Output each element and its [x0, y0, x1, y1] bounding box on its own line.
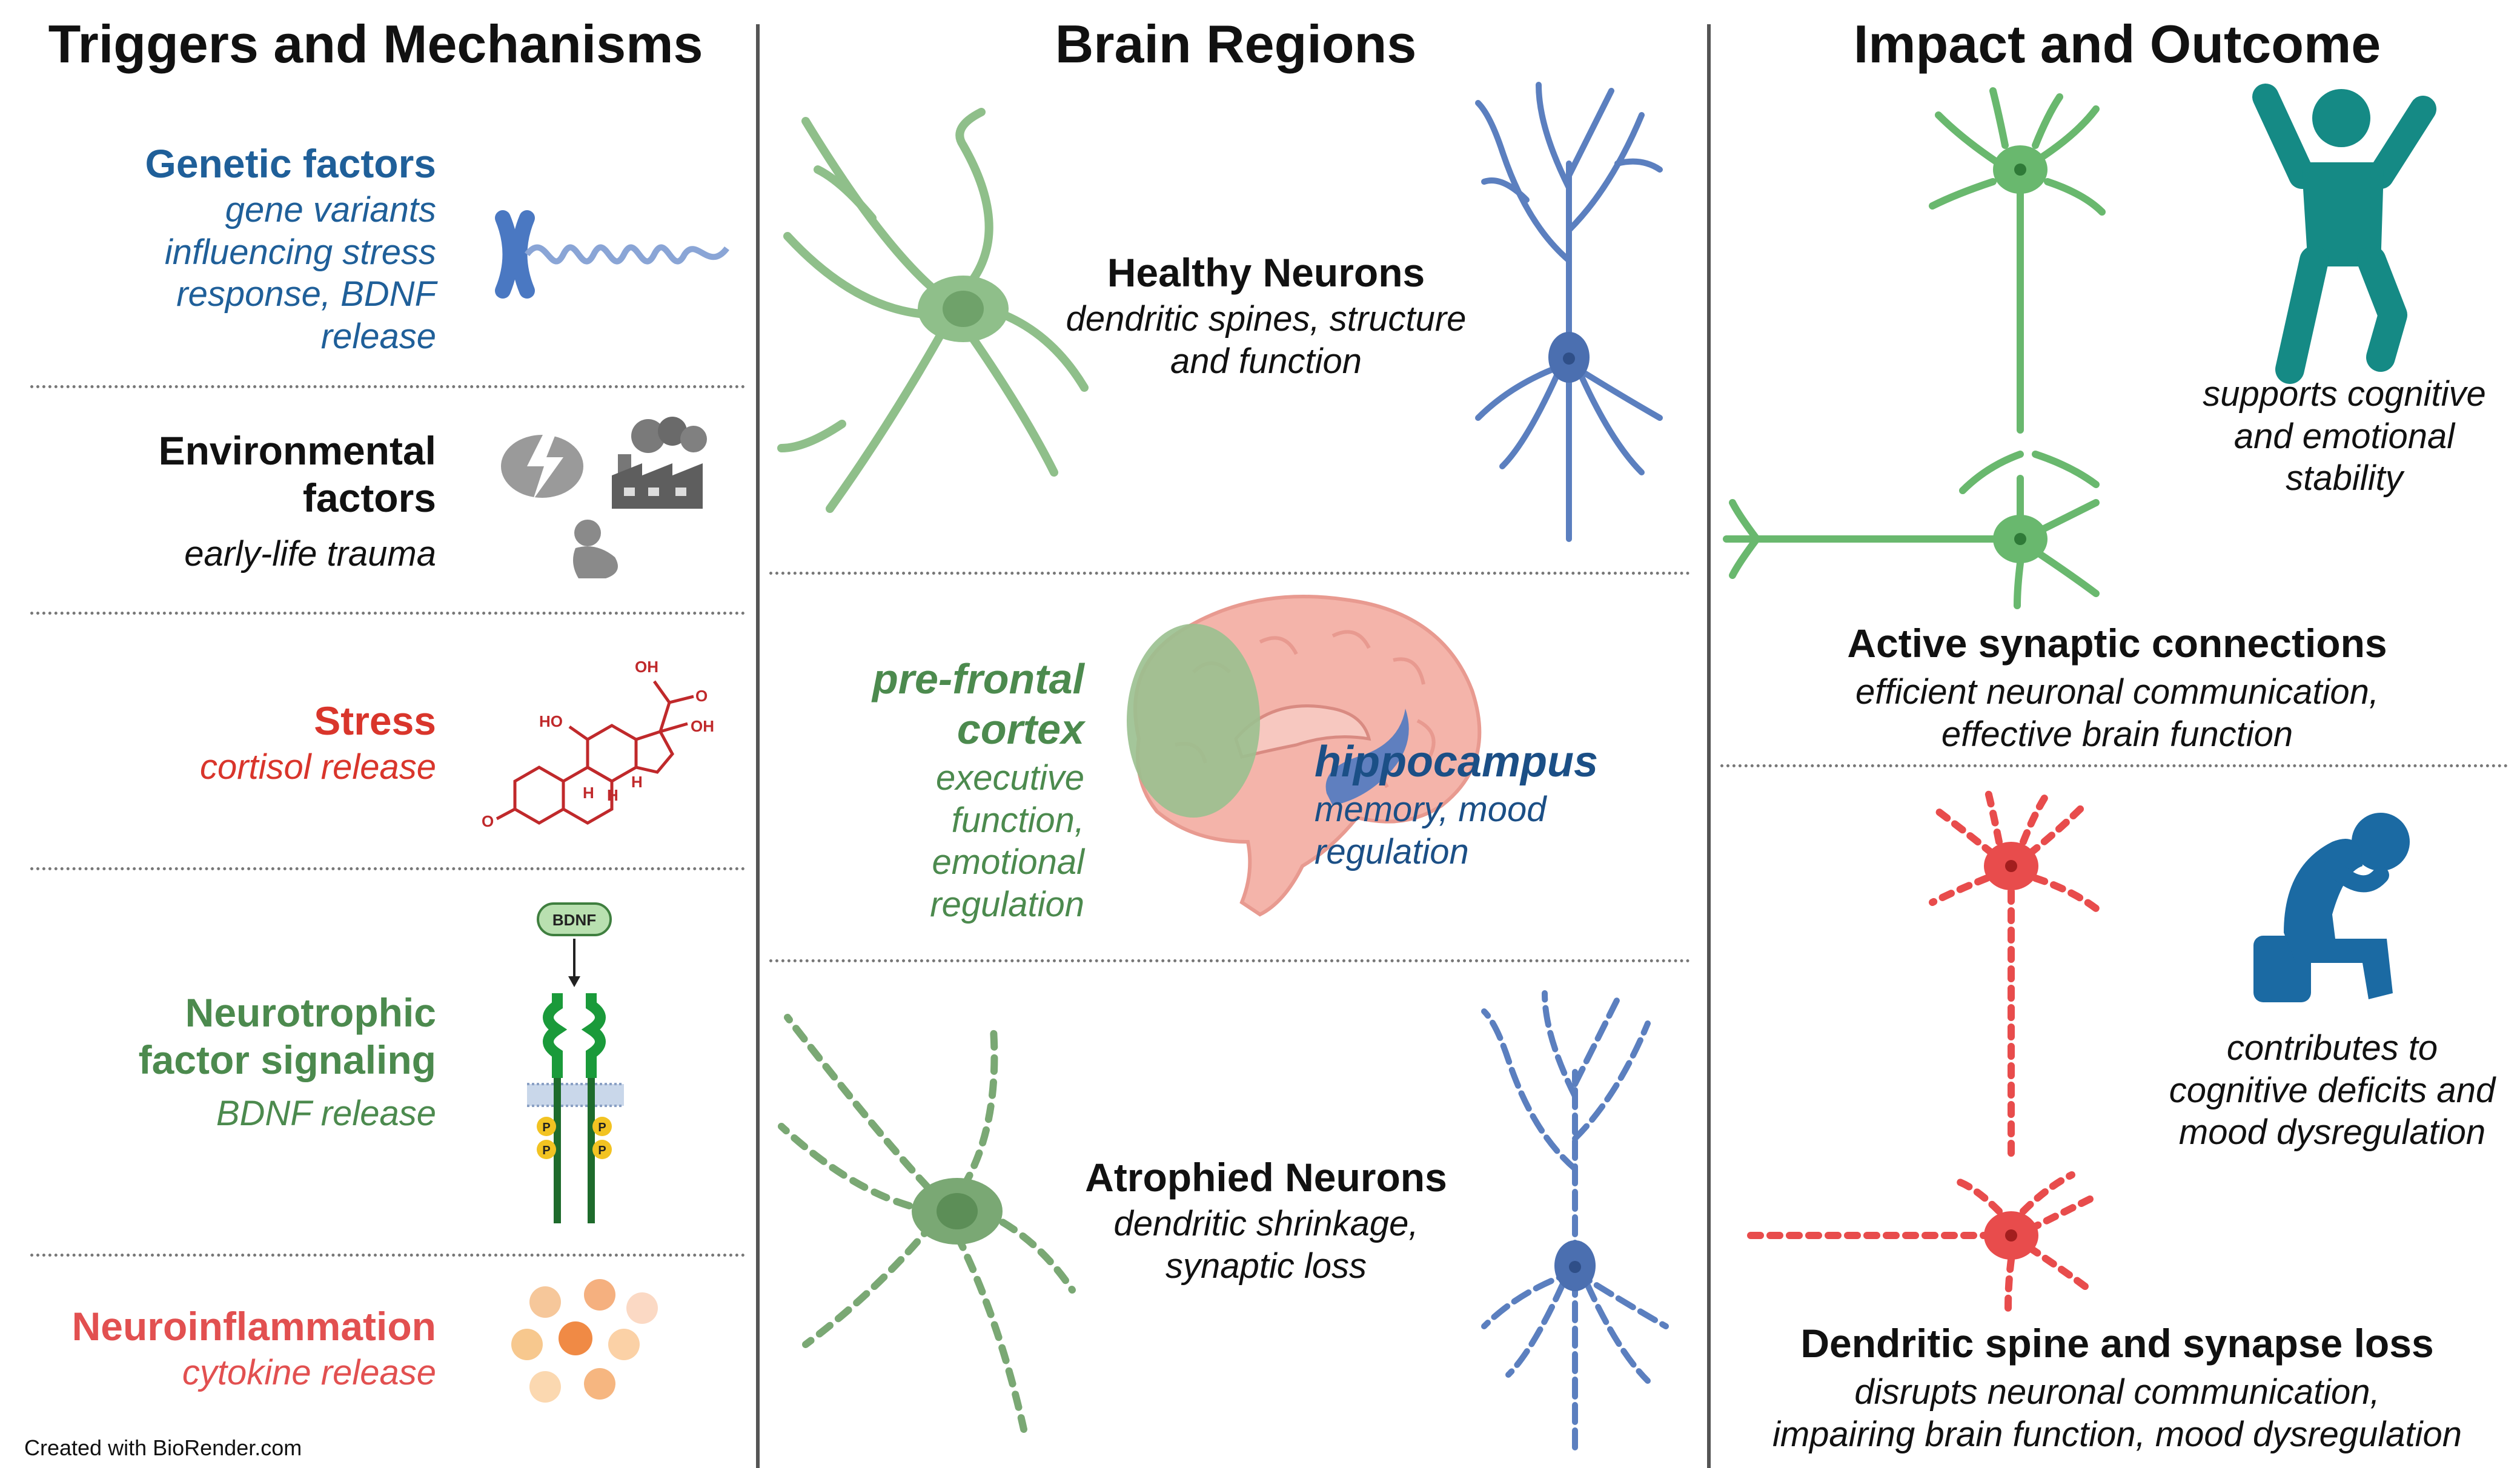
svg-text:P: P	[542, 1144, 550, 1157]
column-divider-right	[1707, 24, 1711, 1468]
factory-icon	[612, 417, 707, 509]
neuroinflammation-subtitle: cytokine release	[182, 1353, 436, 1392]
pfc-subtitle: executive function, emotional regulation	[930, 758, 1084, 924]
column-header-regions: Brain Regions	[1055, 14, 1417, 74]
spine-synapse-loss-title: Dendritic spine and synapse loss	[1800, 1321, 2434, 1366]
cytokine-particles-icon	[511, 1279, 658, 1403]
healthy-neuron-green-icon	[777, 108, 1089, 513]
genetic-factors-subtitle: gene variants influencing stress respons…	[164, 190, 436, 356]
spine-synapse-loss-subtitle: disrupts neuronal communication, impairi…	[1772, 1372, 2462, 1454]
healthy-neurons-subtitle: dendritic spines, structure and function	[1066, 299, 1467, 381]
molecule-label-h3: H	[631, 773, 643, 791]
divider-environmental	[30, 612, 745, 615]
bdnf-receptor-icon: BDNF P P P P	[527, 902, 624, 1223]
molecule-label-ho: HO	[539, 712, 563, 730]
connected-neurons-green-icon	[1723, 87, 2106, 609]
hippocampus-subtitle: memory, mood regulation	[1315, 790, 1547, 871]
neuroinflammation-title: Neuroinflammation	[71, 1304, 436, 1349]
neurotrophic-subtitle: BDNF release	[216, 1094, 436, 1133]
molecule-label-oh-right: OH	[691, 717, 714, 735]
environmental-factors-title: Environmental factors	[158, 428, 436, 520]
atrophied-neurons-subtitle: dendritic shrinkage, synaptic loss	[1113, 1204, 1419, 1286]
divider-genetic	[30, 385, 745, 388]
divider-stress	[30, 867, 745, 870]
molecule-label-o-ring: O	[482, 812, 494, 830]
negative-impact-side-text: contributes to cognitive deficits and mo…	[2169, 1028, 2496, 1152]
atrophied-neuron-green-icon	[778, 1014, 1076, 1433]
cortisol-molecule-icon: OH HO OH O O H H H	[482, 658, 714, 830]
bdnf-label: BDNF	[552, 911, 596, 929]
chromosome-dna-icon	[495, 210, 729, 299]
column-divider-left	[756, 24, 760, 1468]
healthy-pyramidal-neuron-icon	[1475, 82, 1663, 542]
svg-text:P: P	[598, 1121, 606, 1134]
divider-impact	[1720, 764, 2508, 767]
stress-subtitle: cortisol release	[199, 747, 436, 787]
molecule-label-oh: OH	[635, 658, 658, 676]
stress-title: Stress	[314, 698, 436, 743]
svg-text:P: P	[598, 1144, 606, 1157]
molecule-label-h2: H	[583, 784, 594, 802]
neurotrophic-title: Neurotrophic factor signaling	[138, 990, 436, 1082]
divider-neurotrophic	[30, 1254, 745, 1257]
brain-lightning-icon	[501, 430, 583, 500]
genetic-factors-title: Genetic factors	[145, 141, 437, 186]
p-label: P	[542, 1121, 550, 1134]
positive-impact-side-text: supports cognitive and emotional stabili…	[2203, 374, 2486, 498]
biorender-credit: Created with BioRender.com	[24, 1435, 302, 1460]
hippocampus-title: hippocampus	[1315, 738, 1599, 786]
column-header-impact: Impact and Outcome	[1853, 14, 2381, 74]
atrophied-neurons-title: Atrophied Neurons	[1085, 1155, 1447, 1200]
divider-healthy	[769, 572, 1690, 575]
depressed-person-icon	[2253, 813, 2410, 1002]
happy-person-icon	[2252, 84, 2436, 384]
environmental-factors-subtitle: early-life trauma	[184, 534, 436, 574]
degraded-neurons-red-icon	[1741, 784, 2100, 1312]
atrophied-pyramidal-neuron-icon	[1481, 990, 1669, 1450]
molecule-label-o-ketone: O	[695, 687, 708, 705]
healthy-neurons-title: Healthy Neurons	[1107, 250, 1425, 295]
divider-brain	[769, 959, 1690, 962]
sitting-child-icon	[573, 520, 618, 578]
active-synaptic-subtitle: efficient neuronal communication, effect…	[1855, 672, 2379, 754]
brain-sagittal-icon	[1127, 595, 1482, 917]
pfc-title: pre-frontal cortex	[872, 655, 1084, 753]
column-header-triggers: Triggers and Mechanisms	[48, 14, 703, 74]
molecule-label-h1: H	[607, 786, 618, 804]
active-synaptic-title: Active synaptic connections	[1847, 621, 2387, 666]
